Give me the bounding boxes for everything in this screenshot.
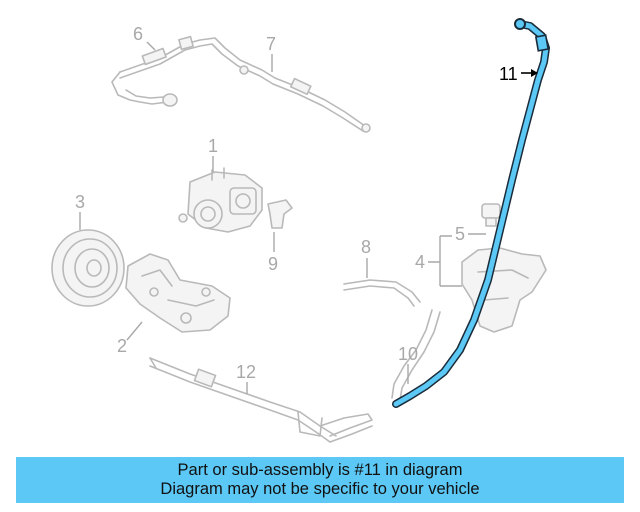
callout-8: 8 [361, 237, 371, 257]
callout-3: 3 [75, 192, 85, 212]
banner-line-1: Part or sub-assembly is #11 in diagram [177, 461, 463, 479]
callout-7: 7 [266, 34, 276, 54]
callout-1: 1 [208, 136, 218, 156]
callout-6: 6 [133, 24, 143, 44]
part-2-bracket [125, 253, 231, 333]
part-4-reservoir [461, 247, 547, 333]
parts-diagram: 6 7 1 3 9 8 5 4 2 10 12 11 [51, 18, 550, 443]
part-3-pulley [51, 229, 125, 307]
part-10-hose [391, 309, 441, 401]
callout-5: 5 [455, 224, 465, 244]
part-11-hose [392, 18, 550, 408]
callout-11: 11 [499, 64, 518, 84]
part-5-cap [481, 203, 501, 227]
part-9-fitting [267, 199, 293, 229]
callout-9: 9 [268, 254, 278, 274]
part-6-7-hose [111, 35, 371, 133]
banner-line-2: Diagram may not be specific to your vehi… [160, 480, 480, 498]
part-1-pump [178, 167, 263, 233]
part-12-cooler [149, 357, 373, 443]
callout-10: 10 [398, 344, 418, 364]
callout-4: 4 [415, 252, 425, 272]
part-8-hose [343, 279, 421, 307]
info-banner: Part or sub-assembly is #11 in diagram D… [16, 457, 624, 503]
callout-2: 2 [117, 336, 127, 356]
callout-12: 12 [236, 362, 256, 382]
